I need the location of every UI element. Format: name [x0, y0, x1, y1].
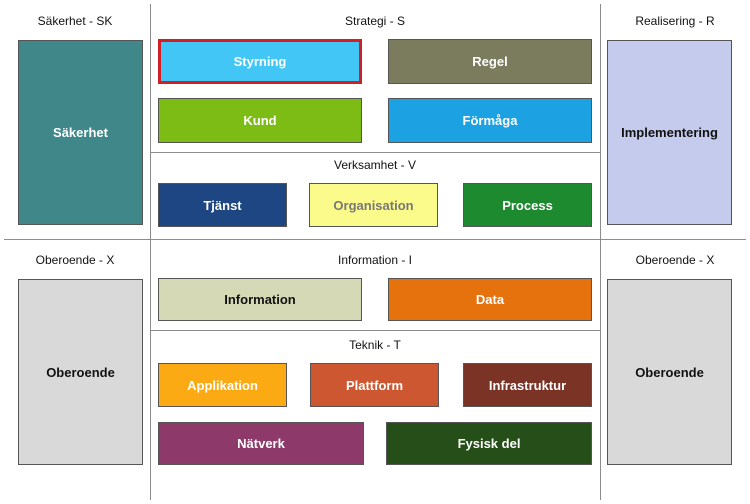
divider-middle: [4, 239, 746, 240]
box-sakerhet[interactable]: Säkerhet: [18, 40, 143, 225]
box-oberoende-right[interactable]: Oberoende: [607, 279, 732, 465]
box-information[interactable]: Information: [158, 278, 362, 321]
box-styrning[interactable]: Styrning: [158, 39, 362, 84]
box-regel[interactable]: Regel: [388, 39, 592, 84]
box-infrastruktur[interactable]: Infrastruktur: [463, 363, 592, 407]
heading-independent-right: Oberoende - X: [635, 253, 715, 267]
box-natverk[interactable]: Nätverk: [158, 422, 364, 465]
heading-strategy: Strategi - S: [344, 14, 406, 28]
box-tjanst[interactable]: Tjänst: [158, 183, 287, 227]
heading-independent-left: Oberoende - X: [35, 253, 115, 267]
box-formaga[interactable]: Förmåga: [388, 98, 592, 143]
box-plattform[interactable]: Plattform: [310, 363, 439, 407]
heading-realization: Realisering - R: [635, 14, 715, 28]
box-kund[interactable]: Kund: [158, 98, 362, 143]
heading-technology: Teknik - T: [349, 338, 401, 352]
divider-strategy-business: [150, 152, 600, 153]
heading-business: Verksamhet - V: [333, 158, 417, 172]
box-implementering[interactable]: Implementering: [607, 40, 732, 225]
heading-information: Information - I: [337, 253, 413, 267]
box-data[interactable]: Data: [388, 278, 592, 321]
divider-left: [150, 4, 151, 500]
divider-right: [600, 4, 601, 500]
box-fysisk-del[interactable]: Fysisk del: [386, 422, 592, 465]
divider-information-technology: [150, 330, 600, 331]
box-applikation[interactable]: Applikation: [158, 363, 287, 407]
box-organisation[interactable]: Organisation: [309, 183, 438, 227]
heading-security: Säkerhet - SK: [37, 14, 113, 28]
box-oberoende-left[interactable]: Oberoende: [18, 279, 143, 465]
box-process[interactable]: Process: [463, 183, 592, 227]
